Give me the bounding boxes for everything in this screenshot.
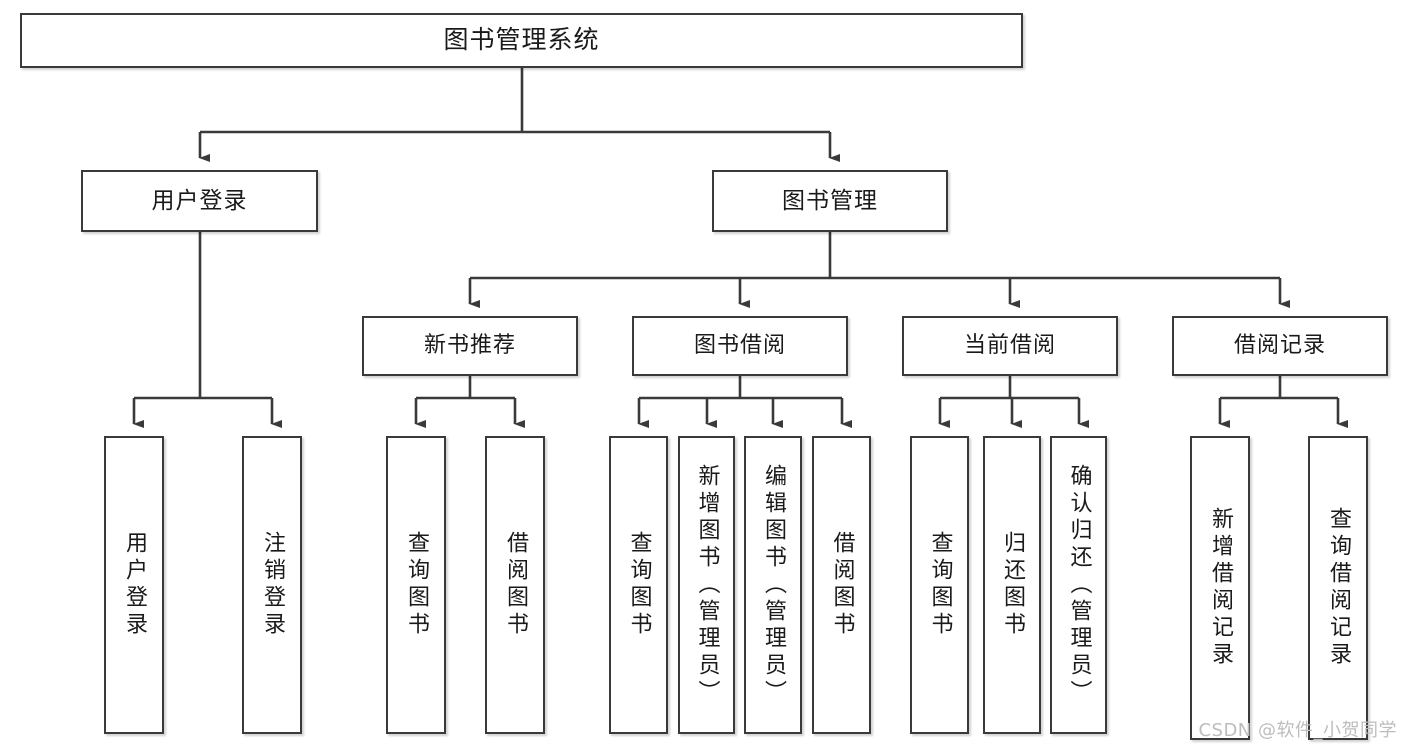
node-leaf-user-login[interactable]: 用户登录: [104, 436, 164, 734]
node-leaf-bb-edit[interactable]: 编辑图书（管理员）: [744, 436, 802, 734]
node-leaf-rec-borrow[interactable]: 借阅图书: [485, 436, 545, 734]
node-label-leaf-cb-query: 查询图书: [927, 531, 953, 639]
node-new-book-rec[interactable]: 新书推荐: [362, 316, 578, 376]
node-leaf-cb-confirm[interactable]: 确认归还（管理员）: [1050, 436, 1107, 734]
csdn-watermark: CSDN @软件_小贺同学: [1198, 720, 1397, 741]
node-label-leaf-user-login: 用户登录: [122, 531, 147, 639]
node-leaf-rec-query[interactable]: 查询图书: [386, 436, 446, 734]
node-book-manage[interactable]: 图书管理: [712, 170, 948, 232]
node-user-login[interactable]: 用户登录: [81, 170, 318, 232]
node-label-leaf-rec-query: 查询图书: [404, 531, 429, 639]
node-leaf-cb-return[interactable]: 归还图书: [983, 436, 1041, 734]
node-leaf-br-add[interactable]: 新增借阅记录: [1190, 436, 1250, 740]
node-book-borrow[interactable]: 图书借阅: [632, 316, 848, 376]
node-leaf-user-logout[interactable]: 注销登录: [242, 436, 302, 734]
node-label-leaf-bb-add: 新增图书（管理员）: [694, 463, 720, 707]
node-label-leaf-bb-query: 查询图书: [626, 531, 652, 639]
node-label-leaf-br-add: 新增借阅记录: [1208, 507, 1233, 669]
node-label-book-borrow: 图书借阅: [693, 333, 786, 359]
node-leaf-bb-add[interactable]: 新增图书（管理员）: [678, 436, 735, 734]
node-label-leaf-bb-edit: 编辑图书（管理员）: [761, 463, 786, 707]
node-label-borrow-record: 借阅记录: [1233, 333, 1326, 359]
node-label-leaf-cb-confirm: 确认归还（管理员）: [1066, 463, 1092, 707]
node-label-root: 图书管理系统: [443, 25, 600, 55]
node-label-leaf-cb-return: 归还图书: [1000, 531, 1025, 639]
node-leaf-br-query[interactable]: 查询借阅记录: [1308, 436, 1368, 740]
node-root[interactable]: 图书管理系统: [20, 13, 1023, 68]
node-label-new-book-rec: 新书推荐: [423, 333, 516, 359]
node-leaf-cb-query[interactable]: 查询图书: [910, 436, 969, 734]
node-label-leaf-rec-borrow: 借阅图书: [503, 531, 528, 639]
node-label-book-manage: 图书管理: [782, 187, 878, 214]
node-label-leaf-bb-borrow: 借阅图书: [829, 531, 855, 639]
node-label-leaf-user-logout: 注销登录: [260, 531, 285, 639]
node-label-current-borrow: 当前借阅: [963, 333, 1056, 359]
node-borrow-record[interactable]: 借阅记录: [1172, 316, 1388, 376]
node-label-leaf-br-query: 查询借阅记录: [1326, 507, 1351, 669]
node-leaf-bb-query[interactable]: 查询图书: [609, 436, 668, 734]
node-leaf-bb-borrow[interactable]: 借阅图书: [812, 436, 871, 734]
node-label-user-login: 用户登录: [151, 187, 248, 214]
node-current-borrow[interactable]: 当前借阅: [902, 316, 1118, 376]
